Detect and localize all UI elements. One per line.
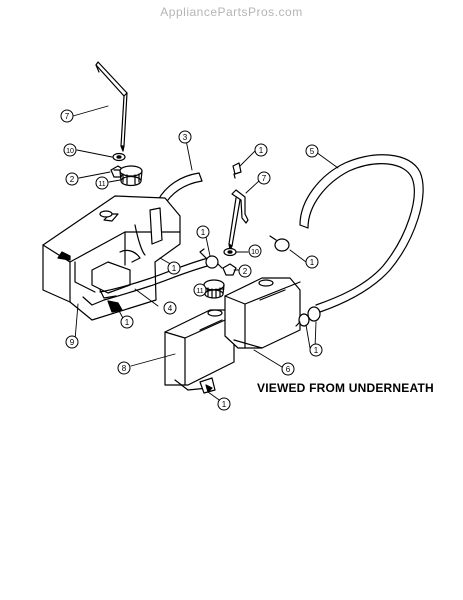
svg-text:7: 7 bbox=[262, 174, 267, 183]
callout-markers: 7 10 2 11 3 1 bbox=[60, 109, 323, 411]
callout-1-left-mid: 1 bbox=[167, 261, 181, 275]
svg-text:1: 1 bbox=[259, 146, 264, 155]
clamp-1-right bbox=[269, 235, 290, 252]
callout-7-right: 7 bbox=[257, 171, 271, 185]
callout-10-right: 10 bbox=[248, 244, 262, 258]
callout-8: 8 bbox=[117, 361, 131, 375]
callout-1-right: 1 bbox=[305, 255, 319, 269]
dispenser-9 bbox=[42, 195, 181, 321]
callout-11-left: 11 bbox=[95, 176, 109, 190]
callout-7-left: 7 bbox=[60, 109, 74, 123]
callout-10-left: 10 bbox=[63, 143, 77, 157]
clamp-1-hose5 bbox=[295, 306, 321, 327]
svg-text:1: 1 bbox=[314, 346, 319, 355]
callout-1-middle: 1 bbox=[196, 225, 210, 239]
callout-2-left: 2 bbox=[65, 172, 79, 186]
clamp-1-upper bbox=[199, 248, 223, 269]
callout-6: 6 bbox=[281, 362, 295, 376]
callout-11-right: 11 bbox=[193, 283, 207, 297]
callout-5: 5 bbox=[305, 144, 319, 158]
fitting-2-right bbox=[222, 263, 237, 276]
svg-text:3: 3 bbox=[183, 133, 188, 142]
svg-text:2: 2 bbox=[70, 175, 75, 184]
tank-8 bbox=[164, 309, 235, 394]
ring-11-right bbox=[203, 279, 225, 299]
nut-10-right bbox=[223, 247, 237, 257]
nut-10-left bbox=[112, 152, 126, 162]
svg-text:5: 5 bbox=[310, 147, 315, 156]
view-caption: VIEWED FROM UNDERNEATH bbox=[257, 381, 434, 395]
svg-text:9: 9 bbox=[70, 338, 75, 347]
svg-text:6: 6 bbox=[286, 365, 291, 374]
svg-text:10: 10 bbox=[66, 148, 74, 155]
callout-1-bottom: 1 bbox=[217, 397, 231, 411]
svg-text:4: 4 bbox=[168, 304, 173, 313]
callout-4: 4 bbox=[163, 301, 177, 315]
svg-text:11: 11 bbox=[196, 288, 203, 295]
callout-9: 9 bbox=[65, 335, 79, 349]
bracket-rod-7-left bbox=[95, 61, 128, 152]
svg-text:1: 1 bbox=[125, 318, 130, 327]
callout-3: 3 bbox=[178, 130, 192, 144]
hose-5 bbox=[299, 154, 424, 313]
svg-text:10: 10 bbox=[251, 249, 259, 256]
svg-text:8: 8 bbox=[122, 364, 127, 373]
bracket-rod-7-right bbox=[228, 189, 249, 251]
svg-text:1: 1 bbox=[172, 264, 177, 273]
svg-text:7: 7 bbox=[65, 112, 70, 121]
callout-2-right: 2 bbox=[238, 264, 252, 278]
svg-text:11: 11 bbox=[98, 181, 105, 188]
svg-text:1: 1 bbox=[310, 258, 315, 267]
fitting-1-top bbox=[232, 162, 242, 179]
watermark: AppliancePartsPros.com bbox=[160, 5, 303, 19]
callout-1-lower-left: 1 bbox=[120, 315, 134, 329]
tank-6 bbox=[224, 277, 301, 349]
callout-1-top: 1 bbox=[254, 143, 268, 157]
svg-text:2: 2 bbox=[243, 267, 248, 276]
ring-11-left bbox=[119, 165, 143, 187]
callout-1-lower-right: 1 bbox=[309, 343, 323, 357]
svg-text:1: 1 bbox=[201, 228, 206, 237]
svg-text:1: 1 bbox=[222, 400, 227, 409]
